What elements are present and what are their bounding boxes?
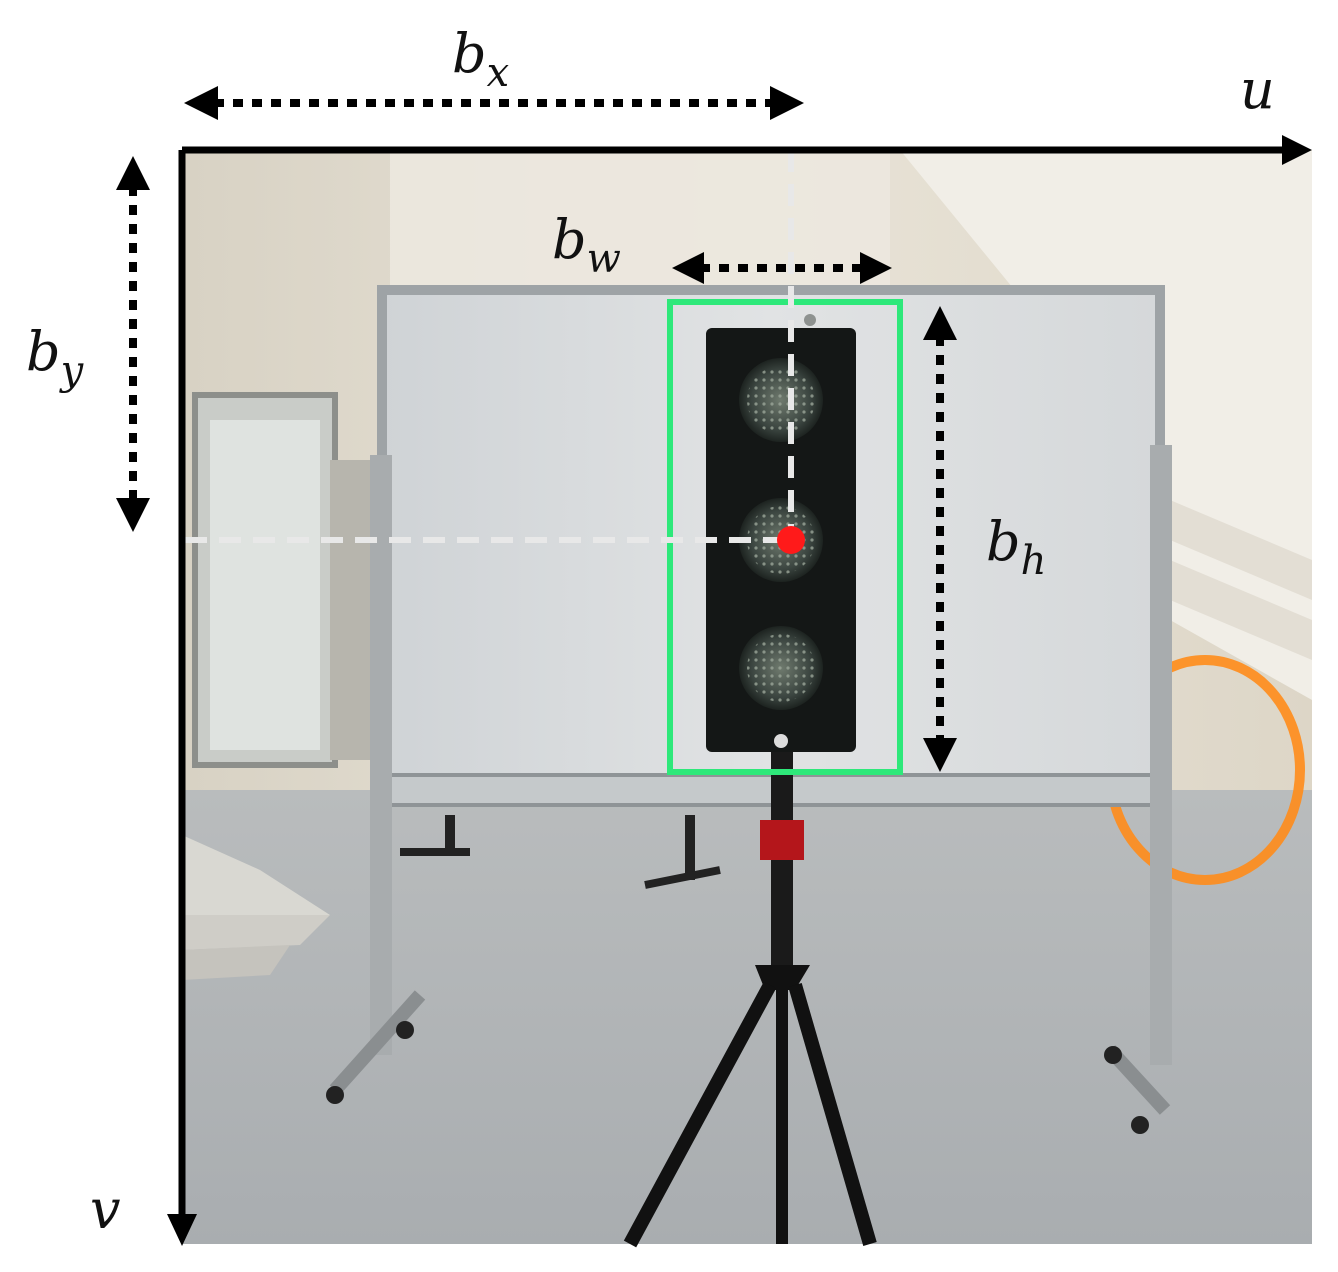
staircase bbox=[900, 150, 1312, 700]
hanging-net bbox=[390, 150, 890, 290]
center-point bbox=[777, 526, 805, 554]
tripod-icon bbox=[623, 752, 877, 1248]
u-axis-label: u bbox=[1240, 58, 1275, 121]
glass-door bbox=[192, 392, 385, 768]
floor-mats bbox=[182, 835, 330, 980]
bx-dimension-arrow bbox=[184, 86, 804, 120]
bw-label: bw bbox=[552, 208, 621, 282]
photo-scene bbox=[182, 150, 1312, 1248]
bh-label: bh bbox=[986, 510, 1046, 584]
bx-label: bx bbox=[452, 22, 509, 96]
v-axis-arrowhead bbox=[167, 1214, 197, 1246]
by-label: by bbox=[26, 320, 85, 394]
bw-dimension-arrow bbox=[672, 252, 892, 284]
v-axis-label: v bbox=[90, 1178, 121, 1241]
bh-dimension-arrow bbox=[923, 306, 957, 772]
by-dimension-arrow bbox=[116, 156, 150, 532]
u-axis-arrowhead bbox=[1282, 135, 1312, 165]
